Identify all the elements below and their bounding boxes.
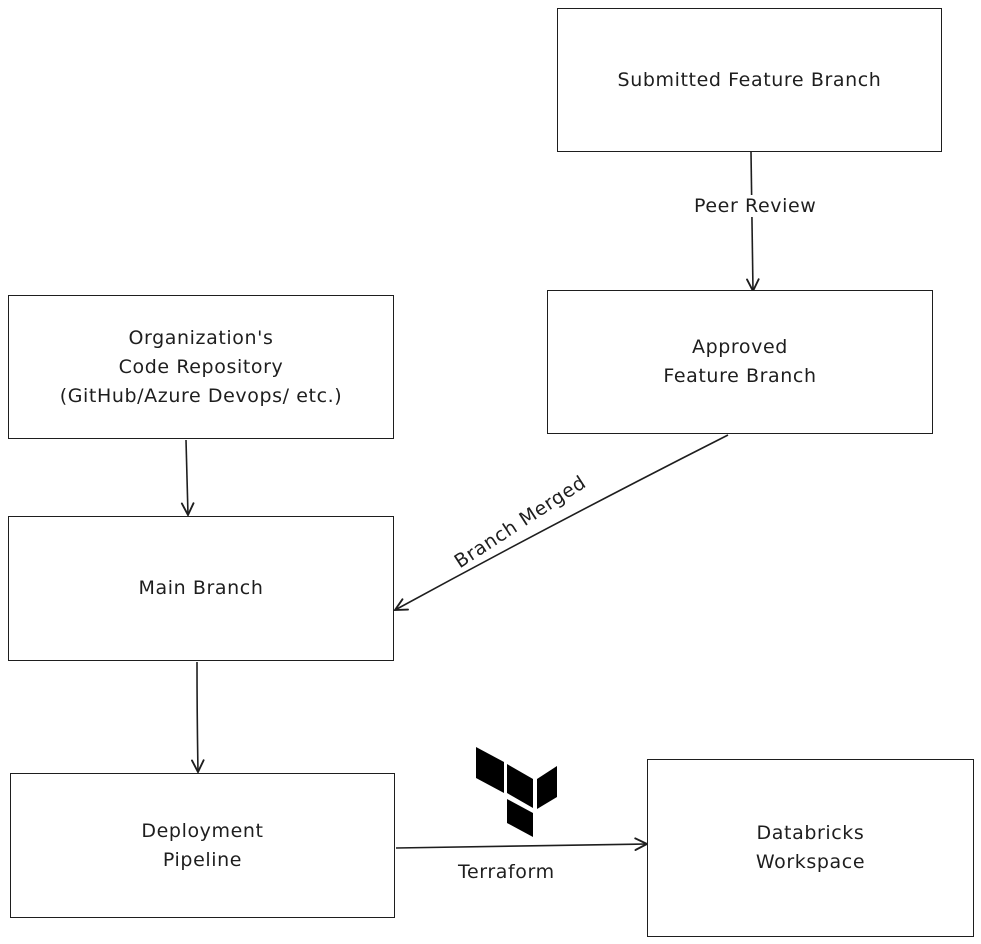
deployment-pipeline-node: Deployment Pipeline [10, 773, 395, 918]
main-branch-label: Main Branch [138, 577, 264, 599]
databricks-workspace-node: Databricks Workspace [647, 759, 974, 937]
deployment-pipeline-label: Deployment Pipeline [141, 819, 264, 871]
code-repository-label: Organization's Code Repository (GitHub/A… [59, 326, 343, 407]
databricks-workspace-label: Databricks Workspace [755, 822, 866, 873]
arrow-main-to-pipeline [197, 661, 198, 772]
submitted-feature-branch-label: Submitted Feature Branch [617, 68, 882, 91]
submitted-feature-branch-node: Submitted Feature Branch [557, 8, 942, 152]
main-branch-node: Main Branch [8, 516, 394, 661]
arrow-repo-to-main [186, 439, 188, 515]
approved-feature-branch-node: Approved Feature Branch [547, 290, 933, 434]
code-repository-node: Organization's Code Repository (GitHub/A… [8, 295, 394, 439]
peer-review-label: Peer Review [691, 195, 820, 217]
terraform-label: Terraform [455, 861, 558, 883]
arrow-terraform [395, 844, 647, 848]
approved-feature-branch-label: Approved Feature Branch [663, 336, 817, 387]
arrow-branch-merged [395, 434, 729, 610]
arrow-peer-review [751, 151, 753, 291]
terraform-logo-icon [476, 747, 557, 837]
